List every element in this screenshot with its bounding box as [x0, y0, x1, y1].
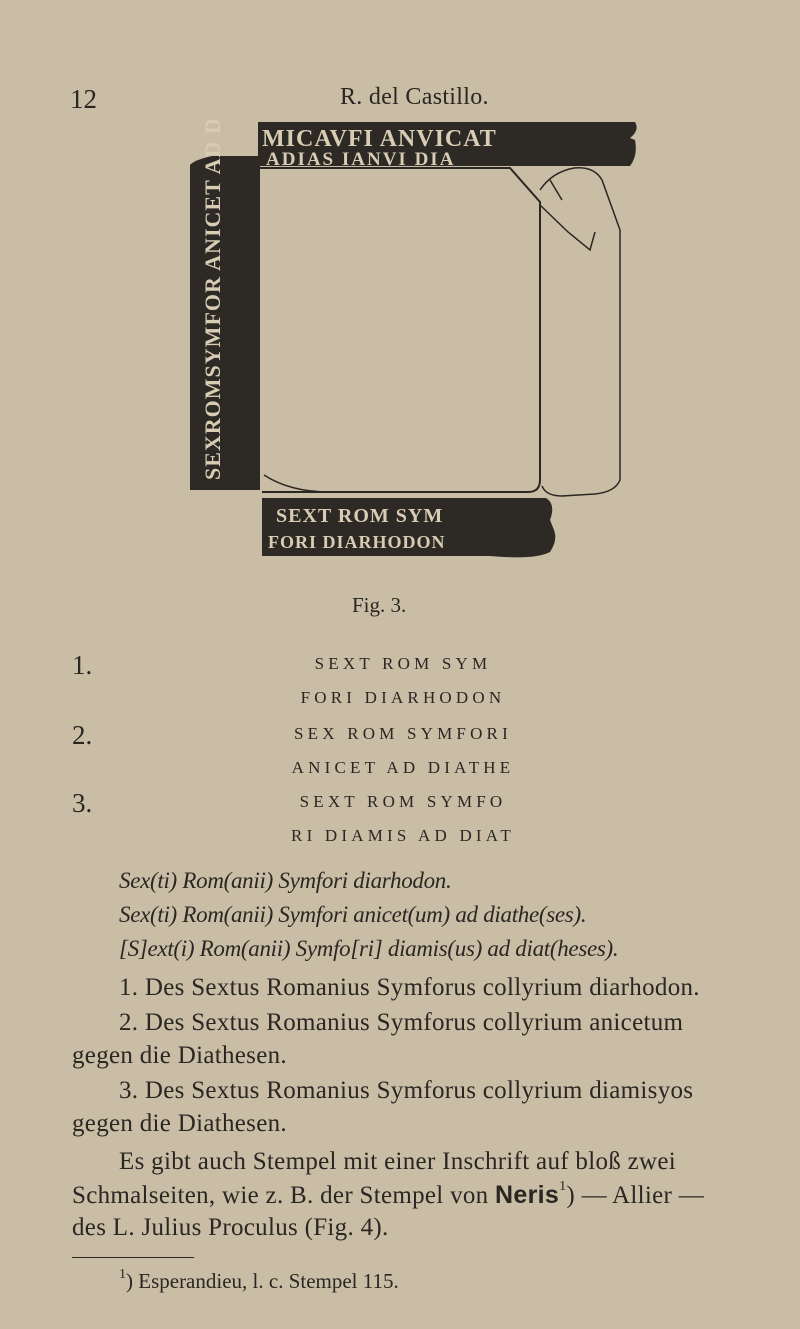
stamp-bottom-face: SEXT ROM SYM FORI DIARHODON: [262, 498, 556, 558]
stamp-bottom-text-1: SEXT ROM SYM: [276, 505, 443, 527]
stamp-main-face: [260, 167, 541, 493]
transcription-2: Sex(ti) Rom(anii) Symfori anicet(um) ad …: [119, 902, 587, 927]
paragraph-3-line-1: 3. Des Sextus Romanius Symforus collyriu…: [119, 1077, 694, 1104]
transcription-1: Sex(ti) Rom(anii) Symfori diarhodon.: [119, 868, 452, 893]
inscription-3-number: 3.: [72, 788, 93, 818]
inscription-1-number: 1.: [72, 650, 93, 680]
inscription-2-number: 2.: [72, 720, 93, 750]
stamp-side-face: SEXROMSYMFOR ANICET AD DIATH: [190, 120, 260, 490]
inscription-1-line-2: FORI DIARHODON: [300, 688, 506, 707]
figure-caption: Fig. 3.: [352, 593, 407, 617]
place-name-neris: Neris: [495, 1181, 560, 1209]
footnote-marker: 1: [559, 1179, 567, 1194]
inscription-1-line-1: SEXT ROM SYM: [314, 654, 492, 673]
stamp-bottom-text-2: FORI DIARHODON: [268, 532, 446, 552]
stamp-right-sketch: [539, 167, 621, 497]
inscription-3-line-2: RI DIAMIS AD DIAT: [291, 826, 515, 845]
footnote-rule: [72, 1257, 194, 1258]
paragraph-4-line-1: Es gibt auch Stempel mit einer Inschrift…: [119, 1148, 677, 1175]
running-head: R. del Castillo.: [340, 84, 489, 110]
stamp-top-face: MICAVFI ANVICAT ADIAS IANVI DIA: [258, 122, 637, 170]
footnote-text: ) Esperandieu, l. c. Stempel 115.: [126, 1269, 399, 1293]
paragraph-4-line-2-pre: Schmalseiten, wie z. B. der Stempel von: [72, 1182, 496, 1209]
paragraph-4-line-2-post: ) — Allier —: [566, 1182, 704, 1209]
inscription-2-line-2: ANICET AD DIATHE: [291, 758, 515, 777]
footnote: 1) Esperandieu, l. c. Stempel 115.: [119, 1267, 399, 1294]
stamp-top-text-2: ADIAS IANVI DIA: [266, 149, 455, 170]
paragraph-4-line-2: Schmalseiten, wie z. B. der Stempel von …: [72, 1179, 704, 1210]
inscription-3-line-1: SEXT ROM SYMFO: [299, 792, 507, 811]
page-number: 12: [70, 84, 97, 114]
inscription-2-line-1: SEX ROM SYMFORI: [294, 724, 512, 743]
stamp-figure: MICAVFI ANVICAT ADIAS IANVI DIA SEXROMSY…: [190, 120, 637, 558]
stamp-side-text: SEXROMSYMFOR ANICET AD DIATH: [200, 120, 225, 480]
paragraph-3-line-2: gegen die Diathesen.: [72, 1110, 287, 1137]
footnote-number: 1: [119, 1267, 126, 1282]
paragraph-4-line-3: des L. Julius Proculus (Fig. 4).: [72, 1214, 389, 1241]
transcription-3: [S]ext(i) Rom(anii) Symfo[ri] diamis(us)…: [119, 936, 619, 961]
paragraph-2-line-1: 2. Des Sextus Romanius Symforus collyriu…: [119, 1009, 684, 1036]
stamp-top-text-1: MICAVFI ANVICAT: [262, 126, 497, 152]
paragraph-1: 1. Des Sextus Romanius Symforus collyriu…: [119, 974, 700, 1001]
paragraph-2-line-2: gegen die Diathesen.: [72, 1042, 287, 1069]
